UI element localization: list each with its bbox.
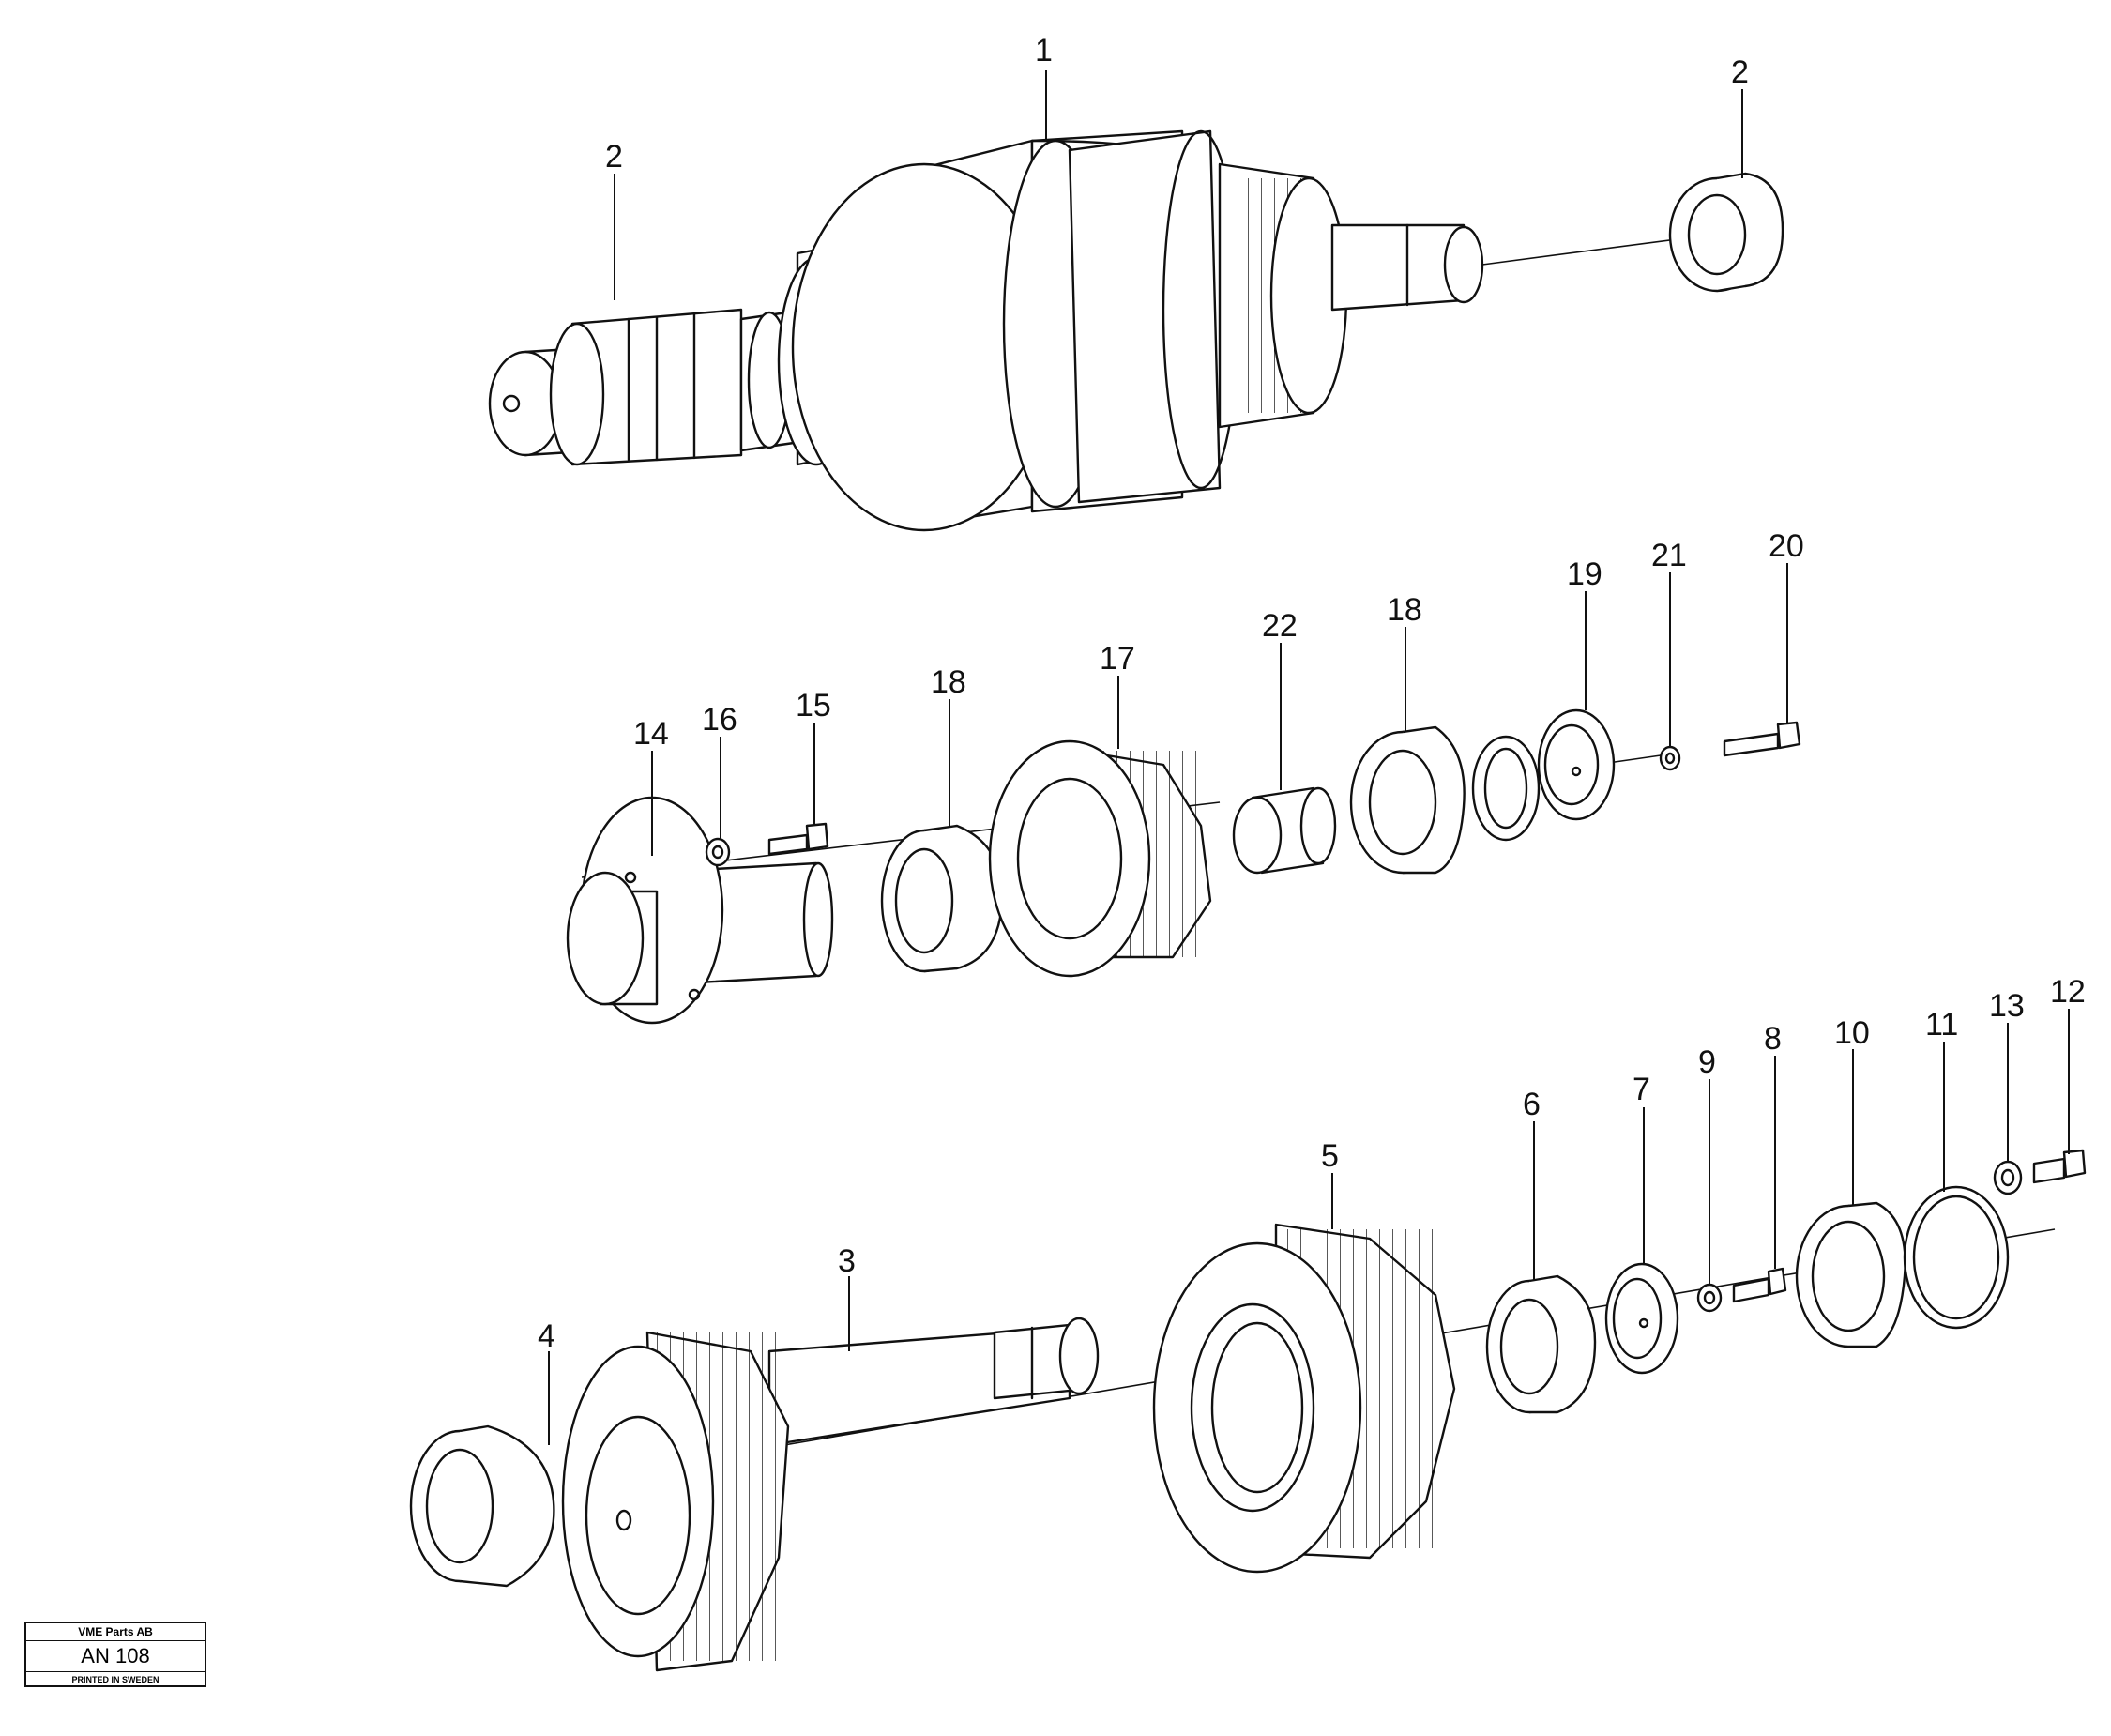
callout-6: 6 <box>1523 1087 1541 1122</box>
part-14-hub <box>566 796 834 1025</box>
part-18-bearing-left <box>880 824 1004 973</box>
part-8-bolt <box>1732 1267 1787 1303</box>
callout-2-right: 2 <box>1731 54 1749 90</box>
part-3-gear-shaft <box>561 1317 1100 1672</box>
part-11-ring <box>1903 1185 2010 1330</box>
part-10-seal <box>1795 1201 1906 1348</box>
callout-16: 16 <box>702 702 737 738</box>
callout-7: 7 <box>1633 1072 1650 1107</box>
part-5-double-gear <box>1152 1223 1456 1574</box>
stamp-company: VME Parts AB <box>26 1623 205 1641</box>
callout-9: 9 <box>1698 1044 1716 1080</box>
callout-3: 3 <box>838 1243 856 1279</box>
callout-12: 12 <box>2050 974 2086 1010</box>
callout-2-left: 2 <box>605 139 623 175</box>
part-16-washer <box>705 837 731 867</box>
snap-ring <box>1471 735 1541 842</box>
callout-10: 10 <box>1834 1015 1870 1051</box>
part-2-bearing-right <box>1668 172 1784 293</box>
callout-15: 15 <box>796 688 831 723</box>
callout-18-right: 18 <box>1387 592 1422 628</box>
callout-4: 4 <box>538 1318 555 1354</box>
callout-22: 22 <box>1262 608 1298 644</box>
title-block-stamp: VME Parts AB AN 108 PRINTED IN SWEDEN <box>24 1622 206 1687</box>
part-9-washer <box>1696 1283 1723 1313</box>
callout-14: 14 <box>633 716 669 752</box>
callout-8: 8 <box>1764 1021 1782 1057</box>
leader-lines <box>548 70 2070 1445</box>
part-15-bolt <box>767 822 829 856</box>
callout-11: 11 <box>1925 1007 1958 1043</box>
callout-20: 20 <box>1769 528 1804 564</box>
part-6-bearing <box>1485 1274 1597 1414</box>
part-21-washer <box>1659 745 1681 771</box>
callout-17: 17 <box>1100 641 1135 677</box>
part-19-cap <box>1537 708 1616 821</box>
callout-18-left: 18 <box>931 664 966 700</box>
part-18-bearing-right <box>1349 725 1466 875</box>
part-17-gear <box>988 739 1212 978</box>
stamp-printed: PRINTED IN SWEDEN <box>71 1675 159 1684</box>
part-22-sleeve <box>1232 786 1337 875</box>
part-20-bolt <box>1723 721 1801 757</box>
part-13-washer <box>1993 1160 2023 1195</box>
callout-labels: 1 2 2 3 4 5 6 7 8 9 10 11 12 13 14 15 16… <box>538 33 2086 1354</box>
callout-5: 5 <box>1321 1138 1339 1174</box>
part-1-drum-shaft <box>488 129 1699 532</box>
part-4-bearing <box>409 1424 555 1588</box>
part-12-bolt <box>2032 1149 2087 1184</box>
stamp-code: AN 108 <box>26 1641 205 1672</box>
callout-19: 19 <box>1567 556 1602 592</box>
part-7-cap <box>1604 1262 1679 1375</box>
callout-13: 13 <box>1989 988 2025 1024</box>
callout-1: 1 <box>1035 33 1053 69</box>
callout-21: 21 <box>1651 538 1687 573</box>
